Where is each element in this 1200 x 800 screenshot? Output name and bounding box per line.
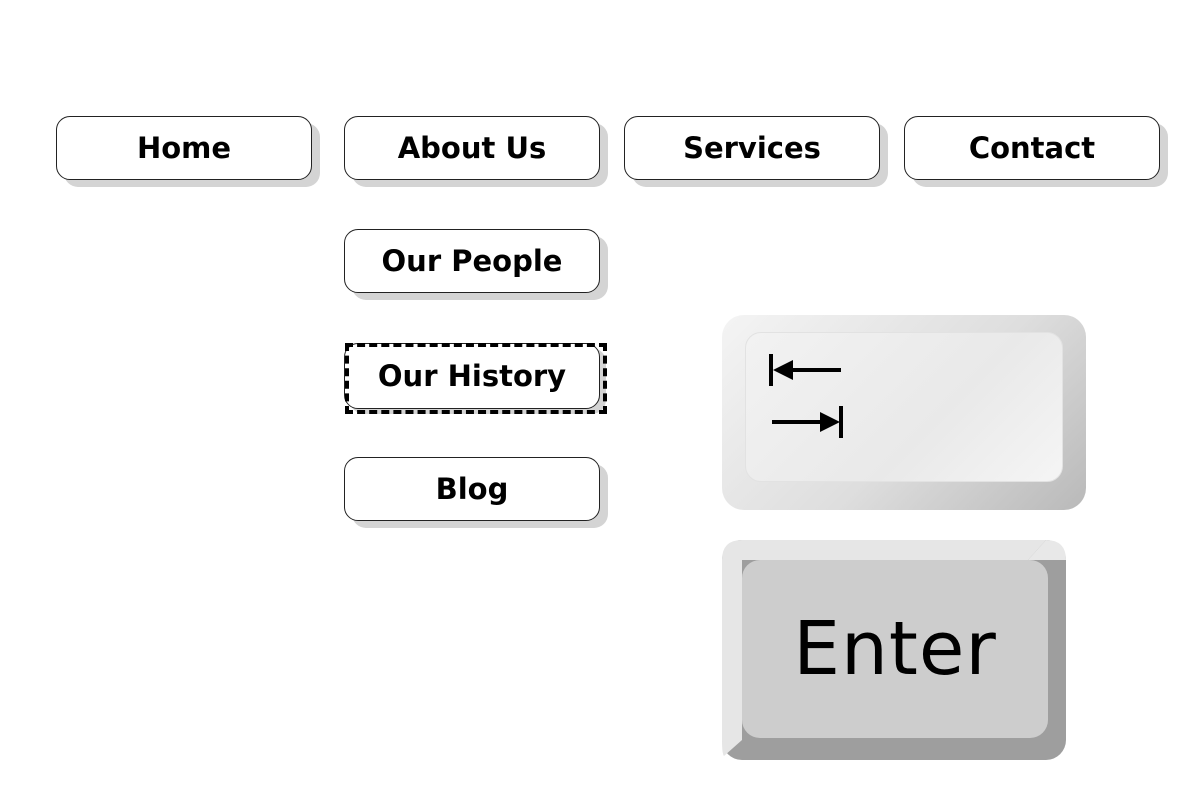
tab-key[interactable]: [722, 315, 1086, 510]
nav-contact-button[interactable]: Contact: [904, 116, 1160, 180]
tab-arrows-icon: [769, 354, 843, 438]
submenu-blog-button[interactable]: Blog: [344, 457, 600, 521]
submenu-our-people-button[interactable]: Our People: [344, 229, 600, 293]
enter-key[interactable]: Enter: [722, 540, 1066, 760]
nav-about-us-button[interactable]: About Us: [344, 116, 600, 180]
nav-home-button[interactable]: Home: [56, 116, 312, 180]
nav-services-button[interactable]: Services: [624, 116, 880, 180]
tab-key-face: [745, 332, 1063, 482]
enter-key-label: Enter: [793, 606, 997, 692]
submenu-our-history-button[interactable]: Our History: [344, 343, 600, 409]
enter-key-body: [722, 540, 1066, 760]
keyboard-focus-indicator: [345, 343, 607, 414]
